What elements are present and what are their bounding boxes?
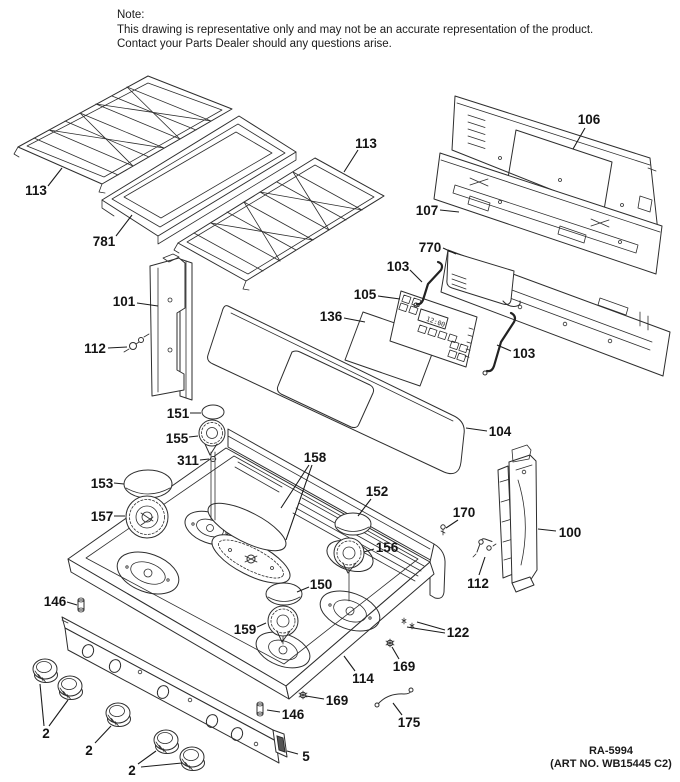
burner-head-159: [267, 605, 299, 643]
manifold-panel-5: [61, 616, 288, 764]
footer-block: RA-5994 (ART NO. WB15445 C2): [545, 745, 677, 771]
burner-cap-152: [334, 512, 372, 536]
spacer-146-right: [256, 701, 264, 717]
callout-2-c: 2: [128, 763, 136, 778]
control-knob-1: [32, 658, 58, 683]
callout-113-right: 113: [355, 136, 377, 151]
callout-112-left: 112: [84, 341, 106, 356]
callout-146-right: 146: [282, 707, 305, 722]
callout-157: 157: [91, 509, 114, 524]
leader-lines: [39, 127, 586, 768]
callout-105: 105: [354, 287, 377, 302]
callout-104: 104: [489, 424, 512, 439]
callout-114: 114: [352, 671, 374, 686]
callout-158: 158: [304, 450, 327, 465]
control-knob-3: [105, 702, 131, 727]
backsplash-glass-104: [207, 305, 465, 475]
callout-2-a: 2: [42, 726, 50, 741]
rear-cover-770: [446, 250, 521, 307]
bracket-103-right: [482, 311, 517, 376]
burner-cap-151: [201, 404, 225, 420]
control-board-105: 12:00: [389, 290, 478, 368]
art-no: (ART NO. WB15445 C2): [550, 758, 672, 770]
note-title: Note:: [117, 9, 145, 21]
callout-5: 5: [302, 749, 310, 764]
callout-311: 311: [177, 453, 199, 468]
burner-head-155: [198, 419, 226, 456]
callout-175: 175: [398, 715, 421, 730]
burner-base-left-front: [116, 551, 180, 595]
burner-head-157: [125, 495, 169, 539]
callout-labels: 113 781 113 106 107 770 103 105 136 103 …: [25, 112, 601, 778]
doc-ref: RA-5994: [588, 745, 634, 757]
callout-770: 770: [419, 240, 442, 255]
side-trim-right-100: [497, 444, 538, 593]
burner-cap-150: [265, 582, 303, 606]
screw-112-right: [472, 538, 497, 558]
orifice-311: [209, 456, 217, 462]
screw-169-front: [298, 690, 308, 700]
callout-107: 107: [416, 203, 439, 218]
callout-122: 122: [447, 625, 470, 640]
callout-146-left: 146: [44, 594, 67, 609]
note-line-1: This drawing is representative only and …: [117, 23, 594, 36]
note-line-2: Contact your Parts Dealer should any que…: [117, 38, 392, 50]
callout-781: 781: [93, 234, 116, 249]
callout-169-front: 169: [326, 693, 349, 708]
callout-153: 153: [91, 476, 114, 491]
callout-103-left: 103: [387, 259, 410, 274]
burner-grate-right-113: [173, 157, 385, 291]
screws-122: [401, 617, 415, 630]
side-trim-left-101: [149, 253, 193, 401]
callout-156: 156: [376, 540, 399, 555]
note-block: Note: This drawing is representative onl…: [117, 8, 597, 52]
callout-150: 150: [310, 577, 333, 592]
callout-136: 136: [320, 309, 343, 324]
screw-170: [440, 524, 446, 536]
center-griddle-781: [101, 115, 297, 245]
callout-100: 100: [559, 525, 582, 540]
screw-112-left: [123, 333, 150, 353]
callout-113-left: 113: [25, 183, 47, 198]
callout-169-right: 169: [393, 659, 416, 674]
callout-101: 101: [113, 294, 136, 309]
rear-panel-mid-107: [433, 152, 663, 275]
callout-170: 170: [453, 505, 476, 520]
control-knob-4: [153, 729, 179, 754]
callout-112-right: 112: [467, 576, 489, 591]
callout-155: 155: [166, 431, 189, 446]
callout-106: 106: [578, 112, 601, 127]
control-knob-2: [57, 675, 83, 700]
burner-cap-153: [123, 469, 173, 499]
callout-152: 152: [366, 484, 389, 499]
spacer-146-left: [77, 597, 85, 613]
callout-2-b: 2: [85, 743, 93, 758]
screw-169-right: [385, 638, 395, 648]
burner-base-right-front: [319, 590, 381, 632]
bracket-103-left: [413, 260, 444, 308]
griddle-burner-158: [207, 502, 291, 584]
callout-151: 151: [167, 406, 190, 421]
callout-159: 159: [234, 622, 257, 637]
igniter-wire-175: [374, 687, 414, 708]
callout-103-right: 103: [513, 346, 536, 361]
burner-grate-left-113: [13, 75, 233, 194]
control-knob-5: [179, 746, 205, 771]
burner-head-156: [333, 537, 365, 574]
